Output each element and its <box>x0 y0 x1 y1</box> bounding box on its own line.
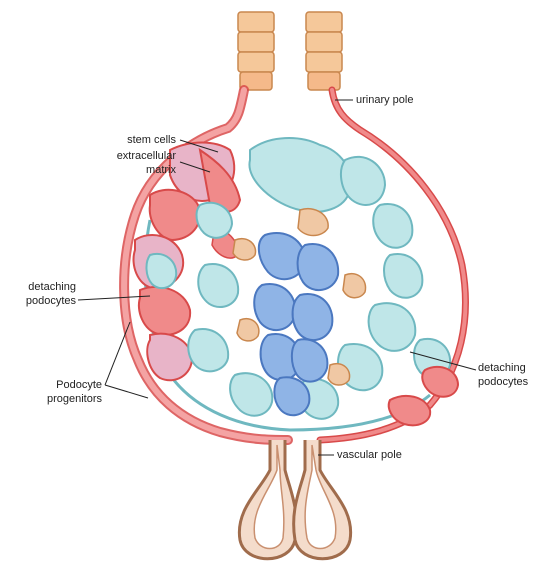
leader-podocyte-progenitors-a <box>105 322 130 385</box>
label-podocyte-progenitors-line2: progenitors <box>14 393 102 406</box>
arterioles <box>239 440 350 559</box>
label-urinary-pole: urinary pole <box>356 94 413 107</box>
proximal-tubule <box>238 12 342 90</box>
label-vascular-pole: vascular pole <box>337 449 402 462</box>
leader-podocyte-progenitors-b <box>105 385 148 398</box>
parietal-cells-right <box>389 367 458 425</box>
label-detaching-podocytes-right-line1: detaching <box>478 362 526 375</box>
label-detaching-podocytes-left-line1: detaching <box>4 281 76 294</box>
label-detaching-podocytes-left-line2: podocytes <box>4 295 76 308</box>
label-extracellular-line2: matrix <box>80 164 176 177</box>
label-extracellular-line1: extracellular <box>80 150 176 163</box>
label-stem-cells: stem cells <box>80 134 176 147</box>
label-detaching-podocytes-right-line2: podocytes <box>478 376 528 389</box>
label-podocyte-progenitors-line1: Podocyte <box>14 379 102 392</box>
